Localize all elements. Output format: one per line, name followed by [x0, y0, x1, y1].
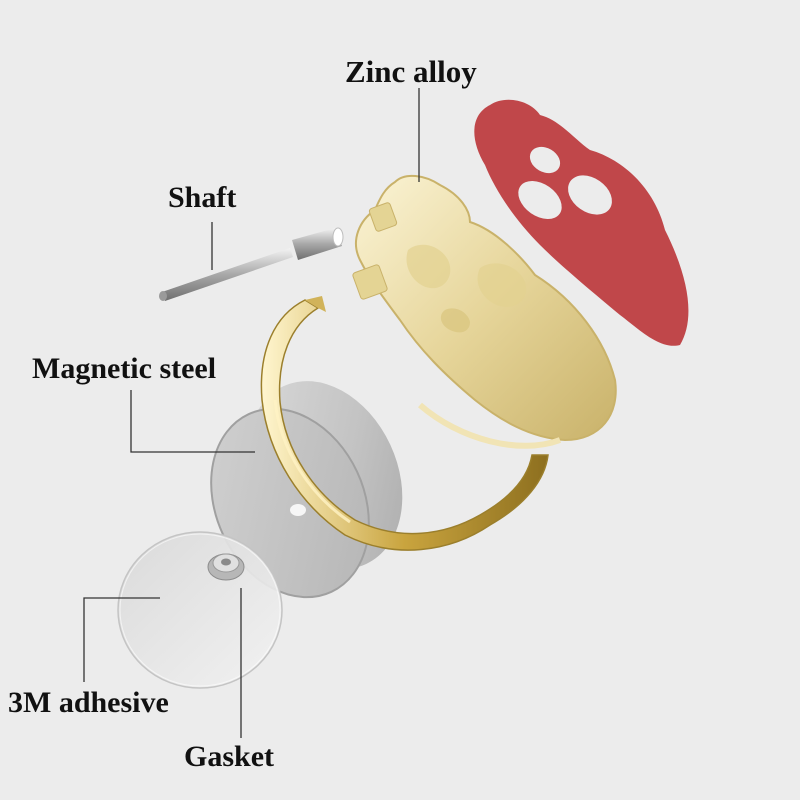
magnetic-steel-label: Magnetic steel: [32, 352, 217, 385]
red-adhesive-sticker: [474, 99, 689, 346]
zinc-alloy-plate: [352, 174, 617, 449]
gasket: [207, 553, 245, 581]
zinc-alloy-label: Zinc alloy: [345, 54, 477, 89]
adhesive-label: 3M adhesive: [8, 686, 169, 719]
gasket-label: Gasket: [184, 740, 274, 773]
shaft: [159, 227, 344, 301]
adhesive-disc: [117, 531, 283, 689]
leader-lines: [83, 88, 420, 738]
gold-ring: [260, 296, 549, 551]
shaft-label: Shaft: [168, 181, 237, 214]
adhesive-leader: [83, 597, 160, 682]
magnetic-steel-leader: [130, 390, 255, 453]
